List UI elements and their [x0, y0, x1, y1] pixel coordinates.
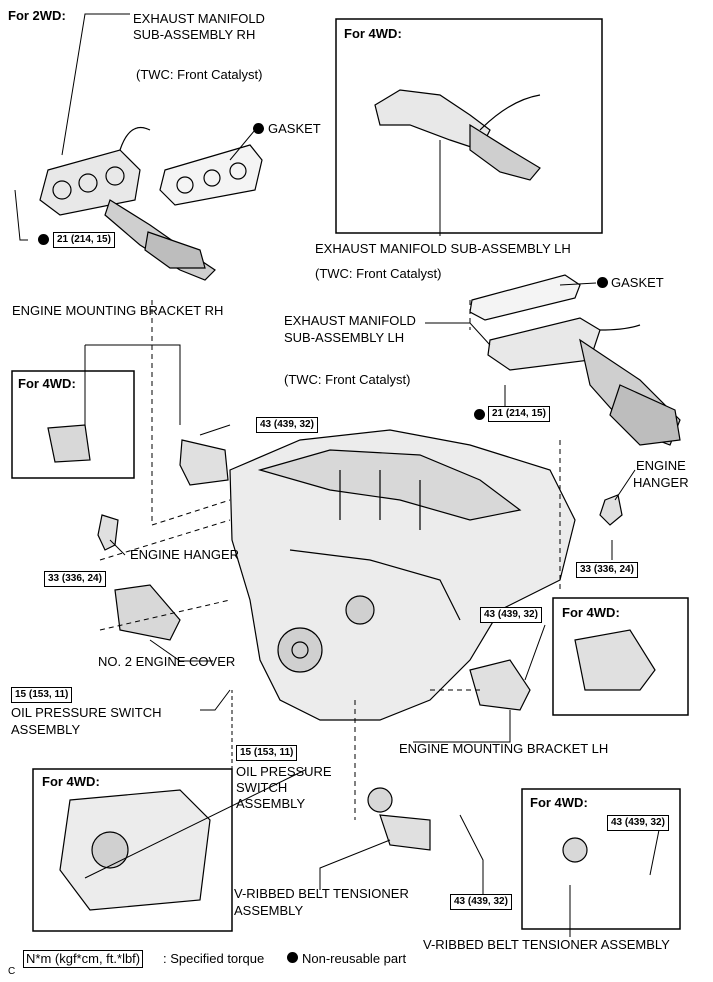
gasket-rh-drawing: [159, 144, 263, 206]
gasket-rh-label: GASKET: [268, 121, 321, 136]
mount-lh-4wd-drawing: [574, 629, 656, 691]
for-4wd-mount-label: For 4WD:: [562, 605, 620, 620]
legend-non-reusable-dot: [287, 952, 298, 963]
corner-mark: C: [8, 966, 16, 977]
tensioner-label-line2: ASSEMBLY: [234, 903, 304, 918]
gasket-lh-drawing: [469, 274, 581, 321]
exhaust-manifold-lh-4wd-label: EXHAUST MANIFOLD SUB-ASSEMBLY LH: [315, 241, 571, 256]
engine-4wd-drawing: [59, 789, 211, 911]
exhaust-manifold-lh-label-line1: EXHAUST MANIFOLD: [284, 313, 416, 328]
exhaust-manifold-lh-drawing: [487, 317, 681, 446]
for-4wd-oil-label: For 4WD:: [42, 774, 100, 789]
no2-engine-cover-drawing: [114, 584, 181, 641]
exhaust-manifold-rh-label-line2: SUB-ASSEMBLY RH: [133, 27, 256, 42]
engine-hanger-right-label-line1: ENGINE: [636, 458, 686, 473]
oil-switch-label-line2: ASSEMBLY: [11, 722, 81, 737]
bracket-rh-4wd-drawing: [47, 424, 91, 463]
torque-oil-switch-4wd: 15 (153, 11): [236, 745, 298, 761]
gasket-lh-label: GASKET: [611, 275, 664, 290]
torque-tensioner-4wd: 43 (439, 32): [607, 815, 669, 831]
torque-oil-switch: 15 (153, 11): [11, 687, 73, 703]
engine-mount-rh-label: ENGINE MOUNTING BRACKET RH: [12, 303, 224, 318]
torque-mount-lh: 43 (439, 32): [480, 607, 542, 623]
oil-switch-label-line1: OIL PRESSURE SWITCH: [11, 705, 162, 720]
torque-rh-manifold: 21 (214, 15): [53, 232, 115, 248]
engine-hanger-right-label-line2: HANGER: [633, 475, 689, 490]
engine-hanger-left-drawing: [97, 514, 119, 551]
mount-bracket-rh-drawing: [179, 439, 229, 486]
exhaust-manifold-lh-4wd-drawing: [374, 89, 541, 181]
for-4wd-bracket-label: For 4WD:: [18, 376, 76, 391]
for-2wd-label: For 2WD:: [8, 8, 66, 23]
tensioner-4wd-label: V-RIBBED BELT TENSIONER ASSEMBLY: [423, 937, 670, 952]
twc-lh-4wd-label: (TWC: Front Catalyst): [315, 266, 442, 281]
torque-hanger-left: 33 (336, 24): [44, 571, 106, 587]
engine-hanger-right-drawing: [599, 494, 623, 526]
tensioner-label-line1: V-RIBBED BELT TENSIONER: [234, 886, 409, 901]
for-4wd-top-label: For 4WD:: [344, 26, 402, 41]
mount-bracket-lh-drawing: [469, 659, 531, 711]
legend-torque-desc: : Specified torque: [163, 951, 265, 966]
for-4wd-tensioner-label: For 4WD:: [530, 795, 588, 810]
tensioner-4wd-drawing: [562, 837, 588, 863]
non-reusable-dot-gasket-lh: [597, 277, 608, 288]
legend-non-reusable-label: Non-reusable part: [302, 951, 407, 966]
torque-hanger-right: 33 (336, 24): [576, 562, 638, 578]
torque-tensioner: 43 (439, 32): [450, 894, 512, 910]
non-reusable-dot-gasket-rh: [253, 123, 264, 134]
engine-hanger-left-label: ENGINE HANGER: [130, 547, 240, 562]
twc-lh-label: (TWC: Front Catalyst): [284, 372, 411, 387]
legend-torque-box: N*m (kgf*cm, ft.*lbf): [23, 950, 144, 968]
tensioner-drawing: [367, 787, 431, 851]
oil-switch-4wd-label-line3: ASSEMBLY: [236, 796, 306, 811]
exhaust-manifold-lh-label-line2: SUB-ASSEMBLY LH: [284, 330, 405, 345]
exhaust-manifold-rh-label-line1: EXHAUST MANIFOLD: [133, 11, 265, 26]
exhaust-manifold-rh-drawing: [39, 126, 216, 281]
oil-switch-4wd-label-line1: OIL PRESSURE: [236, 764, 332, 779]
non-reusable-dot-rh-manifold: [38, 234, 49, 245]
twc-rh-label: (TWC: Front Catalyst): [136, 67, 263, 82]
oil-switch-4wd-label-line2: SWITCH: [236, 780, 288, 795]
torque-mount-rh: 43 (439, 32): [256, 417, 318, 433]
no2-engine-cover-label: NO. 2 ENGINE COVER: [98, 654, 236, 669]
torque-lh-manifold: 21 (214, 15): [488, 406, 550, 422]
engine-mount-lh-label: ENGINE MOUNTING BRACKET LH: [399, 741, 609, 756]
non-reusable-dot-lh-manifold: [474, 409, 485, 420]
engine-block-drawing: [229, 429, 576, 721]
